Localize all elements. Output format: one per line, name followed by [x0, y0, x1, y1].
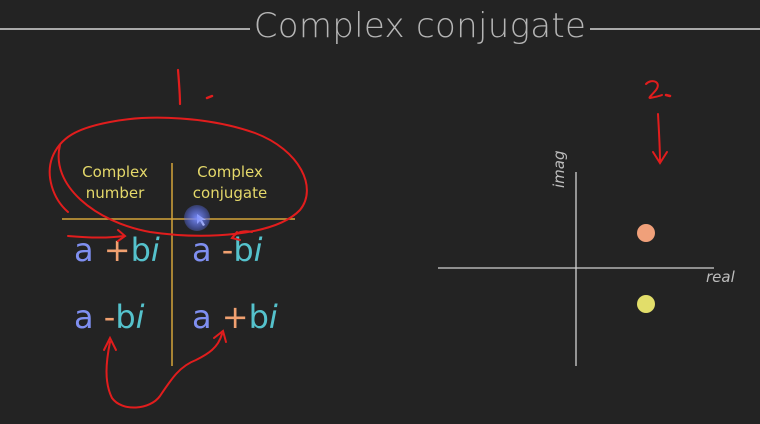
pointer-highlight	[184, 205, 210, 231]
real-part: a	[192, 298, 212, 336]
expr-row2-conjugate: a +bi	[192, 297, 278, 337]
point-a-plus-bi	[637, 224, 655, 242]
pen-arrow-down	[657, 113, 661, 163]
imag-coef: b	[248, 298, 269, 336]
imag-unit: i	[253, 231, 263, 269]
pen-number-1	[176, 68, 182, 106]
imag-coef: b	[130, 231, 151, 269]
pen-arrowhead-right	[230, 231, 241, 241]
real-part: a	[74, 298, 94, 336]
header-complex-conjugate-text: Complex conjugate	[192, 163, 268, 202]
real-part: a	[74, 231, 94, 269]
pen-arrowhead-bottom-right	[213, 329, 227, 343]
header-complex-number-text: Complex number	[82, 163, 148, 202]
pen-number-2	[645, 80, 663, 100]
operator: +	[221, 298, 249, 336]
imag-coef: b	[115, 298, 136, 336]
real-axis-label: real	[706, 268, 735, 286]
pen-dot-2	[664, 93, 672, 98]
pen-arrowhead-left	[117, 229, 127, 242]
real-part: a	[192, 231, 212, 269]
pen-arrow-left	[67, 235, 125, 239]
operator: -	[221, 231, 234, 269]
header-complex-conjugate: Complex conjugate	[182, 162, 278, 204]
title-rule-right	[590, 28, 760, 30]
pen-swap-loop	[105, 333, 223, 409]
pen-arrowhead-bottom-left	[103, 335, 117, 351]
imag-unit: i	[135, 298, 145, 336]
expr-row2-number: a -bi	[74, 297, 145, 337]
pen-arrowhead-down	[652, 151, 668, 165]
page-title: Complex conjugate	[253, 6, 587, 46]
header-complex-number: Complex number	[70, 162, 160, 204]
imag-unit: i	[150, 231, 160, 269]
operator: -	[103, 298, 116, 336]
title-rule-left	[0, 28, 250, 30]
imag-unit: i	[268, 298, 278, 336]
pen-circle-headers	[48, 116, 308, 237]
point-a-minus-bi	[637, 295, 655, 313]
pen-dot-1	[205, 94, 214, 100]
